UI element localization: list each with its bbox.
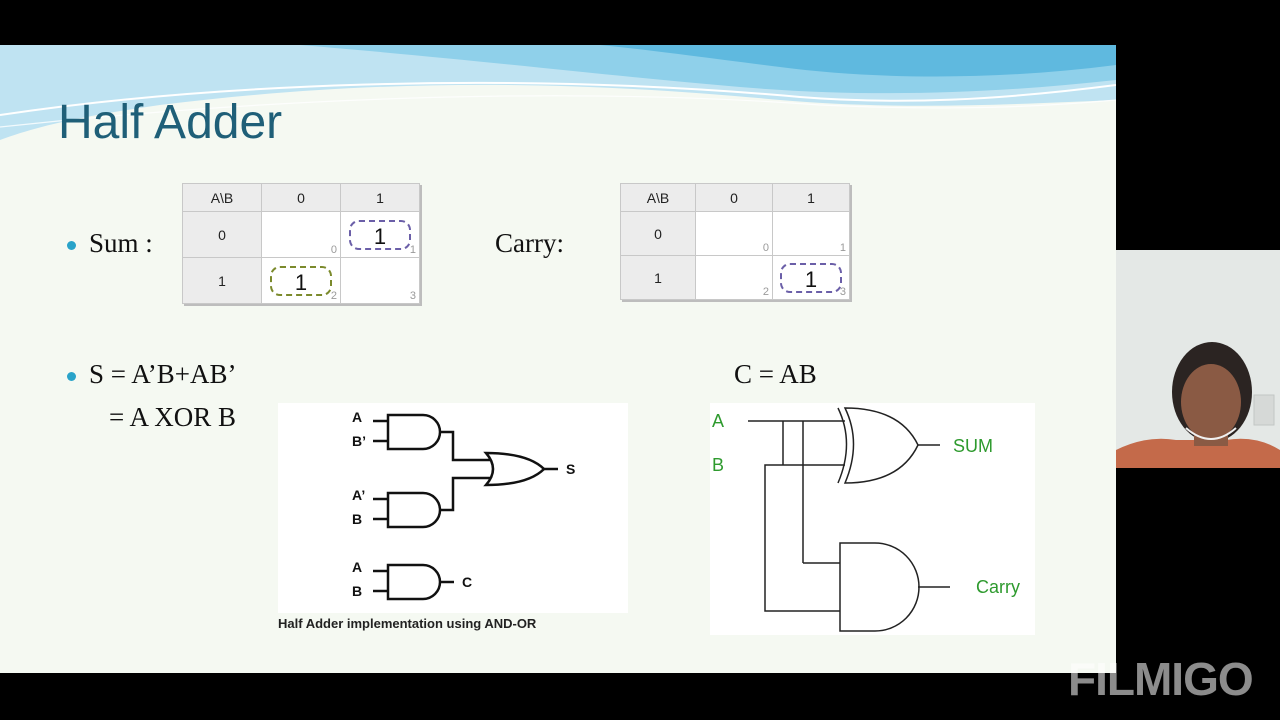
- kmap-row-header: 1: [182, 257, 262, 304]
- input-b-label: B: [712, 455, 724, 475]
- kmap-col-header: 0: [261, 183, 341, 212]
- kmap-cell: 3: [340, 257, 420, 304]
- gate3-input-b: B: [352, 583, 362, 599]
- sum-label: Sum :: [89, 228, 153, 258]
- kmap-row-header: 1: [620, 255, 696, 300]
- or-output-s: S: [566, 461, 575, 477]
- kmap-cell-index: 3: [409, 290, 416, 302]
- kmap-cell: 0: [695, 211, 773, 256]
- kmap-cell-index: 1: [839, 242, 846, 254]
- diagram-caption: Half Adder implementation using AND-OR: [278, 616, 537, 631]
- carry-expression: C = AB: [734, 359, 817, 389]
- gate1-input-b: B’: [352, 433, 366, 449]
- input-a-label: A: [712, 411, 724, 431]
- xor-and-circuit-diagram: A B SUM Carry: [710, 403, 1035, 635]
- gate3-input-a: A: [352, 559, 362, 575]
- and-or-circuit-diagram: A B’ A’ B S A B C: [278, 403, 628, 613]
- sum-expression-xor: = A XOR B: [109, 402, 237, 432]
- gate2-input-b: B: [352, 511, 362, 527]
- kmap-row-header: 0: [182, 211, 262, 258]
- kmap-group-one: 1: [349, 219, 411, 250]
- kmap-cell: 1: [772, 211, 850, 256]
- kmap-cell: 0: [261, 211, 341, 258]
- sum-output-label: SUM: [953, 436, 993, 456]
- carry-output-label: Carry: [976, 577, 1020, 597]
- slide-title: Half Adder: [58, 96, 283, 149]
- kmap-cell-index: 0: [330, 244, 337, 256]
- kmap-cell-index: 1: [409, 244, 416, 256]
- and-output-c: C: [462, 574, 472, 590]
- presenter-video-frame: [1116, 250, 1280, 468]
- kmap-cell-index: 2: [762, 286, 769, 298]
- bullet-dot: [67, 372, 76, 381]
- carry-label: Carry:: [495, 228, 564, 258]
- kmap-group-one: 1: [270, 265, 332, 296]
- gate1-input-a: A: [352, 409, 362, 425]
- kmap-col-header: 1: [340, 183, 420, 212]
- kmap-group-one: 1: [780, 262, 842, 293]
- kmap-corner: A\B: [620, 183, 696, 212]
- gate2-input-a: A’: [352, 487, 365, 503]
- kmap-col-header: 0: [695, 183, 773, 212]
- kmap-row-header: 0: [620, 211, 696, 256]
- presenter-webcam: [1116, 250, 1280, 468]
- kmap-col-header: 1: [772, 183, 850, 212]
- kmap-cell-index: 3: [839, 286, 846, 298]
- filmigo-watermark: FILMIGO: [1068, 653, 1254, 705]
- kmap-cell-index: 0: [762, 242, 769, 254]
- kmap-cell-index: 2: [330, 290, 337, 302]
- kmap-corner: A\B: [182, 183, 262, 212]
- header-wave-decoration: [0, 45, 1116, 140]
- bullet-dot: [67, 241, 76, 250]
- sum-expression: S = A’B+AB’: [89, 359, 237, 389]
- kmap-cell: 2: [695, 255, 773, 300]
